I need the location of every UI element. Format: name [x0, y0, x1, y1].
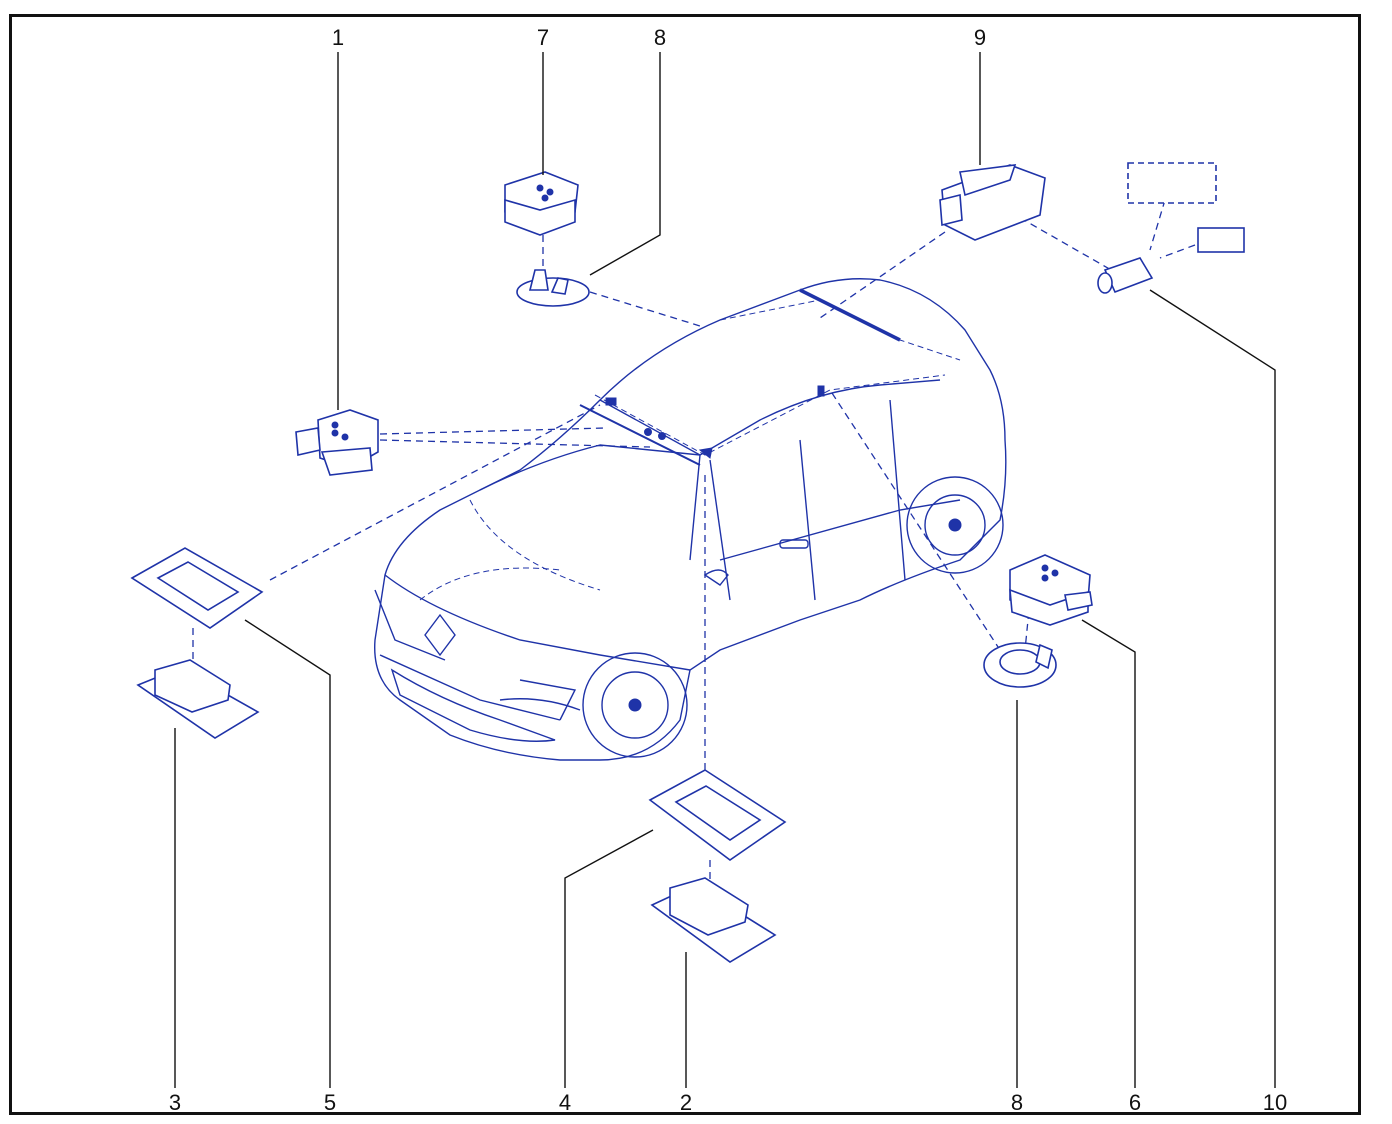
part-3-lamp-unit	[136, 659, 260, 739]
part-9-housing	[939, 164, 1046, 241]
vehicle-outline	[374, 278, 1007, 761]
callout-8-top: 8	[654, 25, 666, 50]
part-8-mount-bottom	[983, 642, 1057, 688]
part-2-lamp-unit	[650, 877, 777, 963]
part-8-mount-top	[516, 269, 590, 307]
callout-5: 5	[324, 1090, 336, 1115]
callout-3: 3	[169, 1090, 181, 1115]
part-6-sensor-module	[1009, 554, 1093, 626]
callout-10: 10	[1263, 1090, 1287, 1115]
callout-9: 9	[974, 25, 986, 50]
callout-7: 7	[537, 25, 549, 50]
callout-4: 4	[559, 1090, 571, 1115]
part-4-trim-frame	[648, 769, 787, 861]
part-1-sensor-module	[295, 409, 379, 476]
assembly-lines	[192, 199, 1196, 900]
part-5-trim-frame	[130, 547, 264, 629]
callout-8-bottom: 8	[1011, 1090, 1023, 1115]
leader-lines	[174, 52, 1276, 1088]
callout-6: 6	[1129, 1090, 1141, 1115]
callout-labels: 1 7 8 9 3 5 4 2 8 6 10	[169, 25, 1287, 1115]
callout-2: 2	[680, 1090, 692, 1115]
part-10-bulb	[1097, 162, 1245, 294]
callout-1: 1	[332, 25, 344, 50]
part-7-sensor-module	[504, 171, 579, 236]
